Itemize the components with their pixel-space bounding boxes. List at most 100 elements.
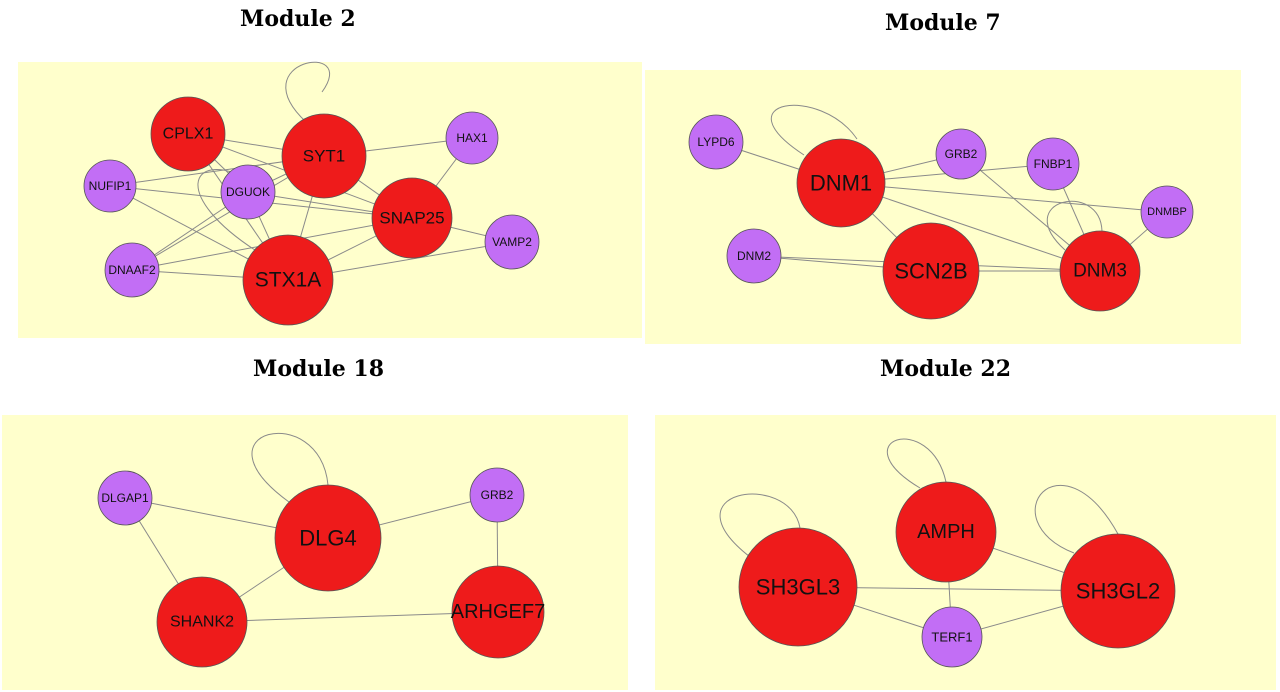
- module-7-title: Module 7: [885, 10, 1001, 36]
- node-scn2b: SCN2B: [882, 222, 980, 320]
- node-dnmbp: DNMBP: [1140, 185, 1194, 239]
- node-vamp2: VAMP2: [484, 214, 540, 270]
- self-loop-amph: [886, 438, 947, 489]
- node-dnm2: DNM2: [726, 228, 782, 284]
- node-syt1: SYT1: [281, 113, 367, 199]
- node-shank2: SHANK2: [156, 576, 248, 668]
- node-label: STX1A: [255, 269, 322, 292]
- node-circle: [726, 228, 782, 284]
- node-label: DLG4: [299, 526, 356, 551]
- node-dguok: DGUOK: [220, 164, 276, 220]
- self-loop-stx1a: [197, 169, 259, 253]
- node-grb2: GRB2: [469, 467, 525, 523]
- node-label: GRB2: [481, 488, 514, 502]
- node-circle: [281, 113, 367, 199]
- node-terf1: TERF1: [921, 606, 983, 668]
- node-label: DNM3: [1073, 261, 1127, 282]
- node-label: NUFIP1: [89, 179, 132, 193]
- self-loop-sh3gl3: [719, 493, 801, 561]
- node-circle: [274, 484, 382, 592]
- node-fnbp1: FNBP1: [1026, 137, 1080, 191]
- node-dnm1: DNM1: [796, 138, 886, 228]
- node-circle: [738, 527, 858, 647]
- node-circle: [445, 111, 499, 165]
- node-label: CPLX1: [163, 126, 214, 143]
- node-circle: [150, 96, 226, 172]
- node-label: FNBP1: [1034, 157, 1073, 171]
- node-label: LYPD6: [697, 135, 734, 149]
- self-loop-dlg4: [251, 432, 329, 503]
- node-label: DNM1: [810, 171, 872, 196]
- node-label: AMPH: [917, 521, 975, 543]
- node-circle: [895, 481, 997, 583]
- node-circle: [1059, 230, 1141, 312]
- node-circle: [882, 222, 980, 320]
- node-circle: [688, 114, 744, 170]
- node-snap25: SNAP25: [371, 177, 453, 259]
- node-label: DNMBP: [1147, 206, 1187, 218]
- edge-shank2-arhgef7: [201, 611, 499, 623]
- self-loop-dnm3: [1047, 200, 1103, 251]
- node-label: SNAP25: [379, 209, 444, 228]
- node-circle: [469, 467, 525, 523]
- node-label: GRB2: [945, 147, 978, 161]
- node-dnaaf2: DNAAF2: [104, 242, 160, 298]
- node-circle: [1026, 137, 1080, 191]
- node-circle: [371, 177, 453, 259]
- module-18-title: Module 18: [253, 356, 385, 382]
- node-circle: [156, 576, 248, 668]
- node-label: SH3GL2: [1076, 579, 1160, 604]
- node-circle: [796, 138, 886, 228]
- self-loop-syt1: [285, 61, 330, 123]
- node-label: SCN2B: [894, 259, 967, 284]
- node-label: ARHGEF7: [451, 601, 545, 623]
- node-dlg4: DLG4: [274, 484, 382, 592]
- node-circle: [83, 159, 137, 213]
- node-sh3gl3: SH3GL3: [738, 527, 858, 647]
- edge-dnm1-dnmbp: [840, 182, 1168, 213]
- node-lypd6: LYPD6: [688, 114, 744, 170]
- node-circle: [242, 234, 334, 326]
- node-circle: [220, 164, 276, 220]
- node-label: VAMP2: [492, 235, 532, 249]
- edge-dnm1-dnm3: [840, 182, 1101, 272]
- self-loop-sh3gl2: [1034, 484, 1119, 554]
- module-1-edges: [715, 104, 1168, 272]
- node-circle: [1060, 533, 1176, 649]
- node-circle: [1140, 185, 1194, 239]
- node-label: TERF1: [931, 630, 972, 645]
- node-label: DGUOK: [226, 185, 270, 199]
- node-dlgap1: DLGAP1: [97, 470, 153, 526]
- node-nufip1: NUFIP1: [83, 159, 137, 213]
- node-label: DLGAP1: [101, 491, 149, 505]
- module-2-title: Module 2: [240, 6, 356, 32]
- node-circle: [921, 606, 983, 668]
- node-circle: [104, 242, 160, 298]
- node-stx1a: STX1A: [242, 234, 334, 326]
- node-label: SYT1: [303, 147, 346, 166]
- node-circle: [451, 565, 545, 659]
- node-circle: [484, 214, 540, 270]
- node-dnm3: DNM3: [1059, 230, 1141, 312]
- node-amph: AMPH: [895, 481, 997, 583]
- node-cplx1: CPLX1: [150, 96, 226, 172]
- node-label: HAX1: [456, 131, 488, 145]
- node-label: DNAAF2: [108, 263, 156, 277]
- node-hax1: HAX1: [445, 111, 499, 165]
- node-circle: [935, 128, 987, 180]
- node-grb2: GRB2: [935, 128, 987, 180]
- node-label: SHANK2: [170, 614, 234, 631]
- node-label: SH3GL3: [756, 575, 840, 600]
- node-circle: [97, 470, 153, 526]
- self-loop-dnm1: [770, 104, 858, 156]
- node-sh3gl2: SH3GL2: [1060, 533, 1176, 649]
- module-22-title: Module 22: [880, 356, 1012, 382]
- node-arhgef7: ARHGEF7: [451, 565, 545, 659]
- node-label: DNM2: [737, 249, 771, 263]
